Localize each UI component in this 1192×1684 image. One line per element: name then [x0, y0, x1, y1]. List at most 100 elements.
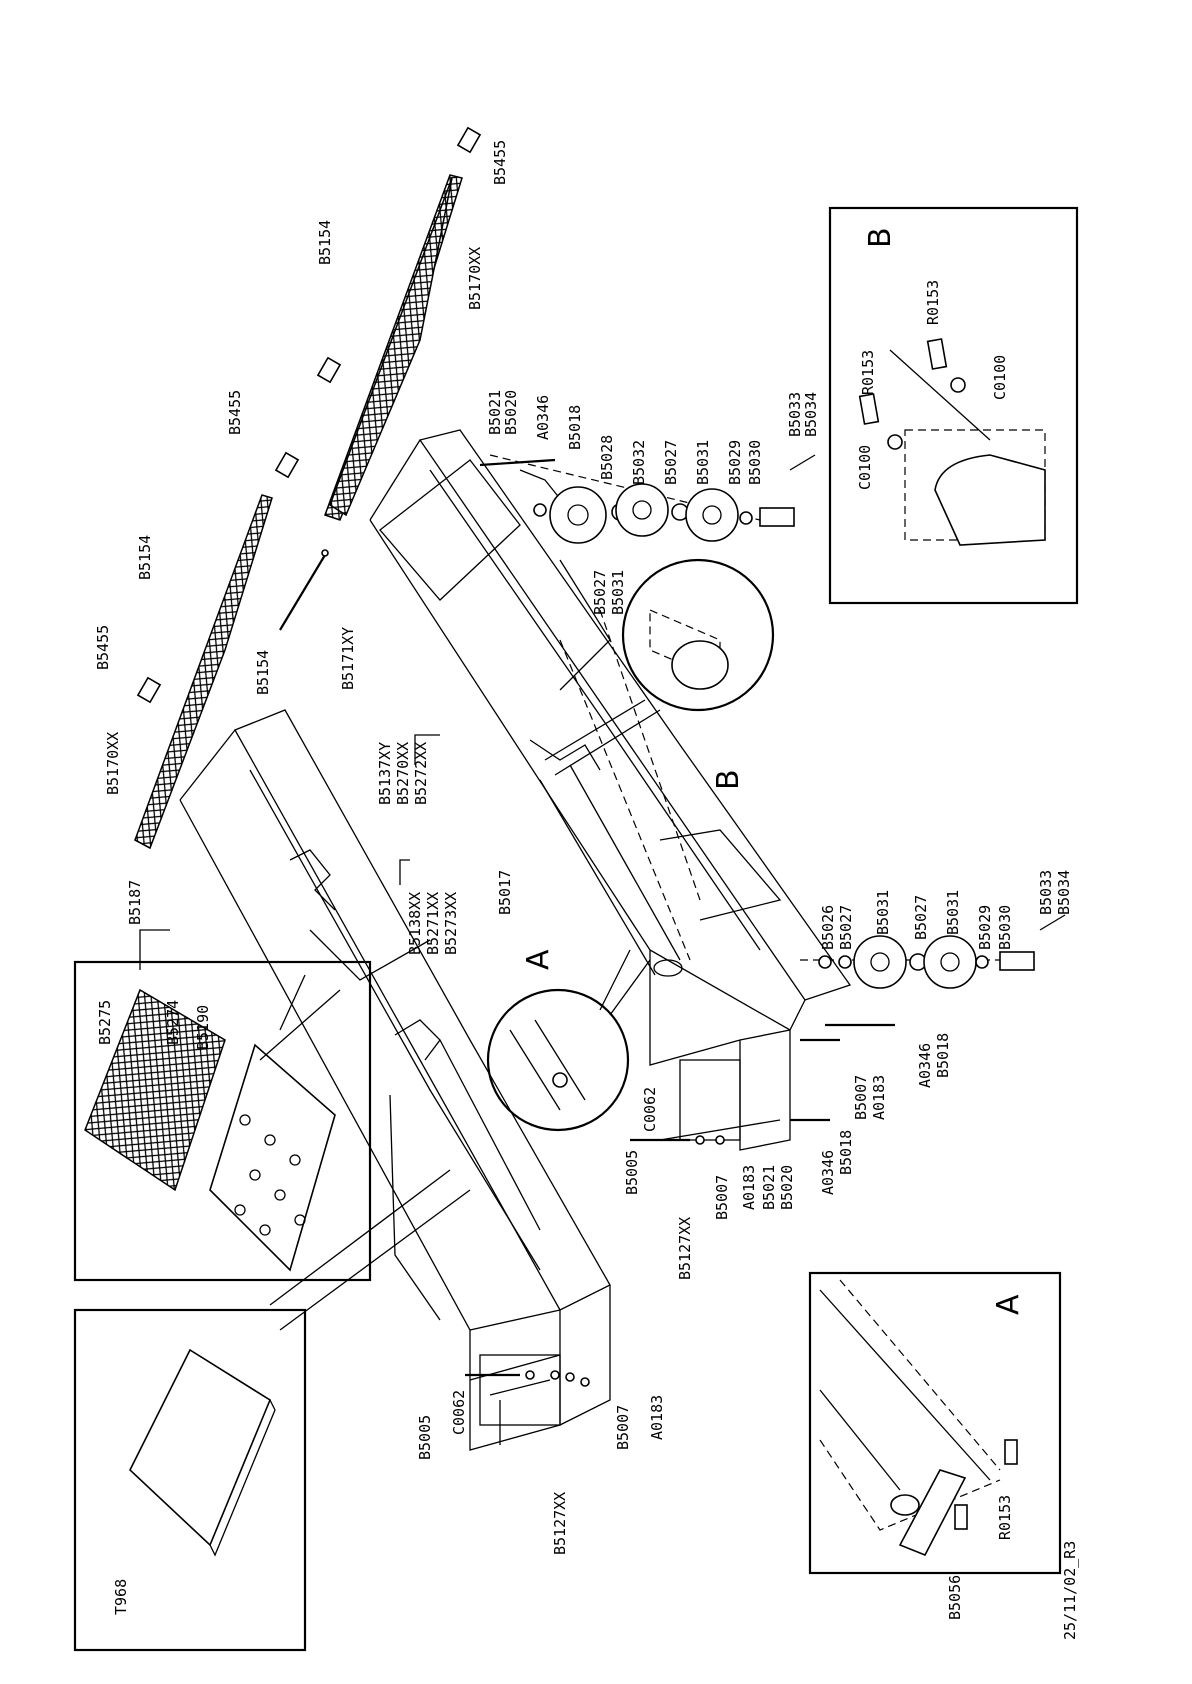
label-b5274: B5274 [164, 1000, 182, 1045]
right-conveyor-beam [369, 429, 852, 1151]
label-b5029: B5029 [976, 905, 994, 950]
label-b5005: B5005 [623, 1150, 641, 1195]
detail-b-letter: B [863, 227, 898, 248]
label-b5020: B5020 [502, 390, 520, 435]
label-b5271xx: B5271XX [424, 892, 442, 955]
label-b5026: B5026 [819, 905, 837, 950]
frame-detail-a [808, 1271, 1062, 1575]
callout-b-letter: B [711, 769, 746, 790]
label-b5027: B5027 [837, 905, 855, 950]
label-a0346: A0346 [916, 1043, 934, 1088]
label-a0183: A0183 [870, 1075, 888, 1120]
label-r0153: R0153 [996, 1495, 1014, 1540]
label-b5034: B5034 [802, 392, 820, 437]
frame-detail-b [828, 206, 1079, 605]
label-b5455: B5455 [94, 625, 112, 670]
board-inset-drawing [129, 1348, 276, 1557]
label-b5018: B5018 [934, 1033, 952, 1078]
fasteners-left-end [465, 1370, 590, 1387]
end-fitting-b5455-top [456, 126, 482, 154]
label-b5154: B5154 [254, 650, 272, 695]
mat-inset-drawing [84, 988, 336, 1272]
detail-a-drawing [819, 1279, 1018, 1557]
label-c0100: C0100 [856, 445, 874, 490]
mesh-panel-upper-body [329, 177, 453, 517]
label-b5031: B5031 [944, 890, 962, 935]
label-b5018: B5018 [566, 405, 584, 450]
mesh-panel-lower [134, 494, 273, 850]
end-fitting-b5455-left [136, 676, 162, 704]
label-b5455: B5455 [226, 390, 244, 435]
label-b5171xy: B5171XY [339, 627, 357, 690]
shaft-b5017 [539, 764, 683, 977]
pulley-stack-upper [479, 454, 816, 544]
label-b5190: B5190 [194, 1005, 212, 1050]
label-b5270xx: B5270XX [394, 742, 412, 805]
label-b5029: B5029 [726, 440, 744, 485]
label-b5018: B5018 [837, 1130, 855, 1175]
label-b5007: B5007 [713, 1175, 731, 1220]
label-b5272xx: B5272XX [412, 742, 430, 805]
end-fitting-b5455-mid [316, 356, 342, 384]
label-b5034: B5034 [1055, 870, 1073, 915]
label-b5138xx: B5138XX [406, 892, 424, 955]
label-a0346: A0346 [534, 395, 552, 440]
label-b5127xx: B5127XX [676, 1217, 694, 1280]
label-r0153: R0153 [924, 280, 942, 325]
label-b5017: B5017 [496, 870, 514, 915]
label-a0183: A0183 [740, 1165, 758, 1210]
part-labels: B5455 B5154 B5170XX B5455 B5154 B5455 B5… [94, 140, 1079, 1640]
label-b5137xy: B5137XY [376, 742, 394, 805]
label-b5170xx: B5170XX [466, 247, 484, 310]
label-b5170xx: B5170XX [104, 732, 122, 795]
label-b5275: B5275 [96, 1000, 114, 1045]
label-b5007: B5007 [614, 1405, 632, 1450]
label-b5030: B5030 [746, 440, 764, 485]
label-c0062: C0062 [450, 1390, 468, 1435]
label-b5007: B5007 [852, 1075, 870, 1120]
label-b5127xx: B5127XX [551, 1492, 569, 1555]
label-b5031: B5031 [609, 570, 627, 615]
label-b5154: B5154 [316, 220, 334, 265]
label-b5027: B5027 [662, 440, 680, 485]
detail-a-letter: A [991, 1294, 1026, 1315]
label-b5020: B5020 [778, 1165, 796, 1210]
callout-a-letter: A [521, 949, 556, 970]
label-b5021: B5021 [486, 390, 504, 435]
label-b5154: B5154 [136, 535, 154, 580]
label-b5028: B5028 [598, 435, 616, 480]
label-b5273xx: B5273XX [442, 892, 460, 955]
label-b5021: B5021 [760, 1165, 778, 1210]
revision-note: 25/11/02_R3 [1061, 1541, 1079, 1640]
label-b5033: B5033 [786, 392, 804, 437]
label-t968: T968 [112, 1579, 130, 1615]
label-b5005: B5005 [416, 1415, 434, 1460]
end-fitting-b5455-right [274, 451, 300, 479]
label-b5032: B5032 [630, 440, 648, 485]
frame-board-inset [73, 1308, 307, 1652]
label-b5030: B5030 [996, 905, 1014, 950]
fasteners-right-end [630, 1038, 840, 1145]
label-b5027: B5027 [912, 895, 930, 940]
label-b5056: B5056 [946, 1575, 964, 1620]
detail-b-drawing [858, 338, 1046, 546]
label-b5033: B5033 [1037, 870, 1055, 915]
label-a0346: A0346 [819, 1150, 837, 1195]
label-b5455: B5455 [491, 140, 509, 185]
pulley-stack-lower [800, 914, 1066, 1027]
callout-circle-b [621, 558, 775, 712]
label-r0153: R0153 [859, 350, 877, 395]
right-end-plate [679, 1059, 741, 1141]
label-b5187: B5187 [126, 880, 144, 925]
label-a0183: A0183 [648, 1395, 666, 1440]
left-end-plate [479, 1354, 561, 1426]
label-c0100: C0100 [991, 355, 1009, 400]
label-b5027: B5027 [591, 570, 609, 615]
label-b5031: B5031 [874, 890, 892, 935]
rod-b5171 [279, 554, 326, 631]
callout-circle-a [486, 988, 630, 1132]
label-b5031: B5031 [694, 440, 712, 485]
frame-mat-inset [73, 960, 372, 1282]
label-c0062: C0062 [641, 1087, 659, 1132]
